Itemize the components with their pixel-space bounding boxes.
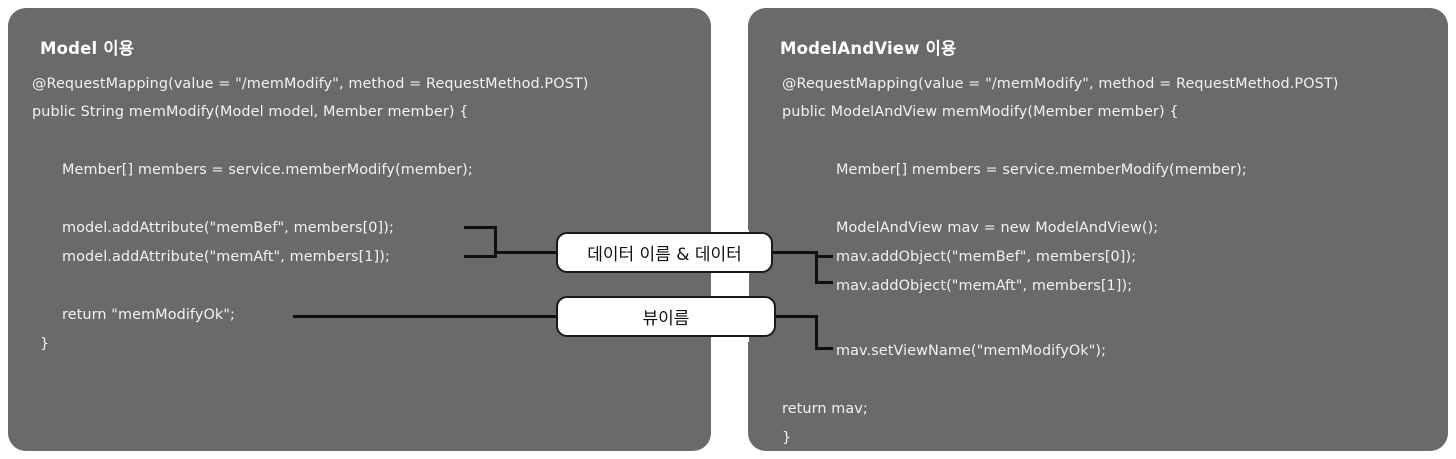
model-code-line-1: @RequestMapping(value = "/memModify", me… [32,76,589,92]
mav-code-line-5: mav.addObject("memBef", members[0]); [836,249,1137,265]
connector-model-data-stem [494,251,558,254]
mav-code-line-7: mav.setViewName("memModifyOk"); [836,343,1107,359]
callout-view-name[interactable]: 뷰이름 [556,296,776,337]
model-code-line-4: model.addAttribute("memBef", members[0])… [62,220,394,236]
mav-code-line-9: } [782,430,792,446]
connector-mav-data-top [815,255,833,258]
panel-modelandview-title: ModelAndView 이용 [780,39,957,58]
connector-model-data-brace [494,226,497,258]
connector-mav-view-end [815,347,833,350]
callout-data-label: 데이터 이름 & 데이터 [587,245,742,265]
connector-model-data-top [464,226,497,229]
panel-model: Model 이용 [8,8,711,451]
model-code-line-3: Member[] members = service.memberModify(… [62,162,473,178]
connector-mav-view-stem [775,315,818,318]
mav-code-line-3: Member[] members = service.memberModify(… [836,162,1247,178]
callout-data-name-and-data[interactable]: 데이터 이름 & 데이터 [556,232,773,273]
model-code-line-2: public String memModify(Model model, Mem… [32,104,469,120]
connector-model-data-bottom [464,255,497,258]
mav-code-line-8: return mav; [782,401,868,417]
callout-view-label: 뷰이름 [642,309,690,329]
connector-mav-view-elbow [815,315,818,350]
connector-mav-data-brace [815,251,818,284]
connector-model-view-stem [293,315,558,318]
panel-model-title: Model 이용 [40,39,135,58]
model-code-line-5: model.addAttribute("memAft", members[1])… [62,249,390,265]
mav-code-line-1: @RequestMapping(value = "/memModify", me… [782,76,1339,92]
model-code-line-7: } [40,336,50,352]
mav-code-line-2: public ModelAndView memModify(Member mem… [782,104,1179,120]
panel-modelandview: ModelAndView 이용 [748,8,1448,451]
connector-mav-data-stem [773,251,818,254]
model-code-line-6: return "memModifyOk"; [62,307,235,323]
connector-mav-data-bottom [815,281,833,284]
mav-code-line-6: mav.addObject("memAft", members[1]); [836,278,1133,294]
mav-code-line-4: ModelAndView mav = new ModelAndView(); [836,220,1159,236]
